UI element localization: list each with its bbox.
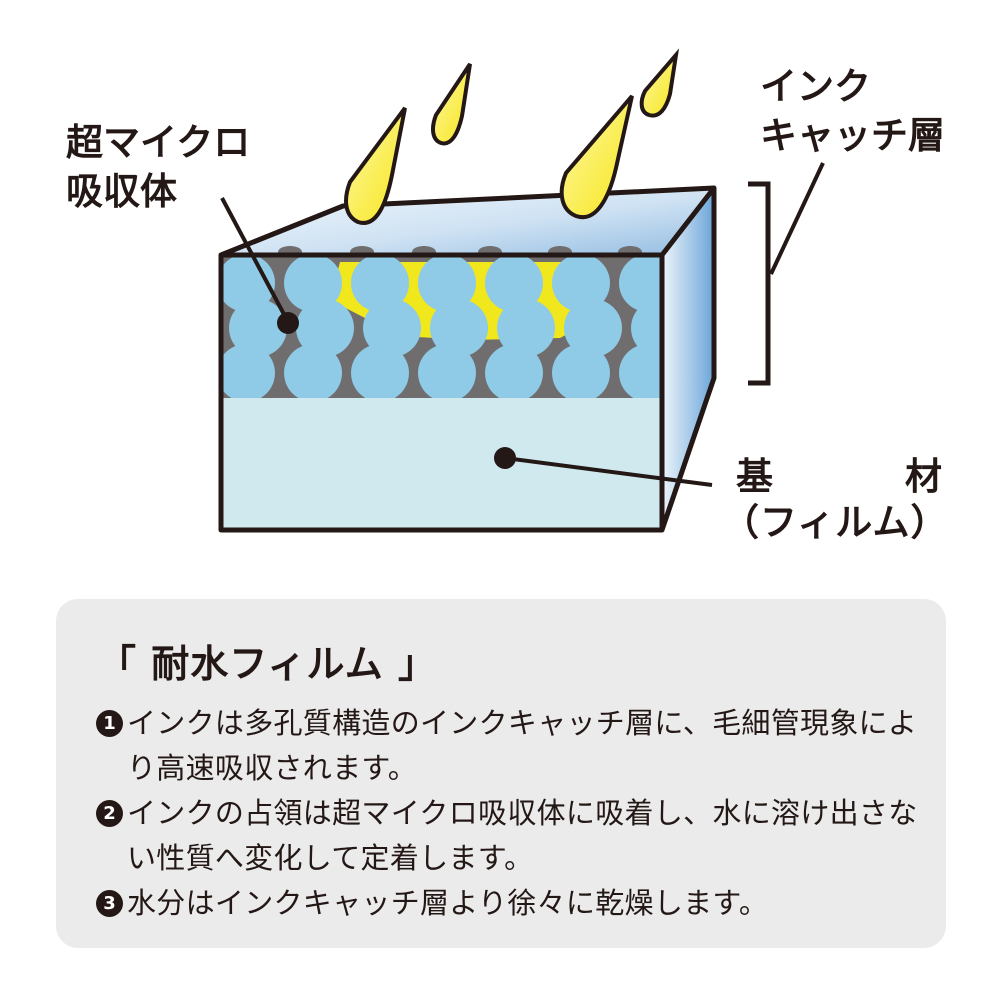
micro-particle xyxy=(418,344,476,398)
micro-particle xyxy=(296,299,354,357)
step-text: インクの占領は超マイクロ吸収体に吸着し、水に溶け出さない性質へ変化して定着します… xyxy=(127,796,918,875)
catch-layer-label: インク キャッチ層 xyxy=(760,62,945,160)
base-label-char2: 材 xyxy=(905,455,942,498)
ink-drop xyxy=(639,48,680,118)
block-side-face xyxy=(662,188,714,530)
micro-particle xyxy=(351,344,409,398)
micro-particle xyxy=(363,299,421,357)
absorber-label: 超マイクロ 吸収体 xyxy=(66,118,250,216)
micro-particle xyxy=(485,344,543,398)
micro-particle xyxy=(229,299,287,357)
layer-diagram xyxy=(218,48,825,533)
ink-drop xyxy=(431,62,472,146)
step-item: 3 水分はインクキャッチ層より徐々に乾燥します。 xyxy=(96,881,936,926)
base-leader-line xyxy=(504,456,713,487)
micro-particle xyxy=(552,255,610,312)
step-text: 水分はインクキャッチ層より徐々に乾燥します。 xyxy=(127,886,769,920)
micro-particle xyxy=(619,344,662,398)
panel-title: 「 耐水フィルム 」 xyxy=(98,642,437,686)
catch-label-line2: キャッチ層 xyxy=(760,114,945,157)
ink-drop xyxy=(559,94,634,220)
micro-particle xyxy=(631,299,662,357)
catch-label-line1: インク xyxy=(760,65,871,108)
micro-particle xyxy=(221,344,275,398)
micro-particle xyxy=(351,255,409,312)
catch-layer-bracket xyxy=(748,181,771,386)
absorber-label-line2: 吸収体 xyxy=(66,170,177,213)
step-number-badge: 2 xyxy=(96,800,123,827)
step-item: 2 インクの占領は超マイクロ吸収体に吸着し、水に溶け出さない性質へ変化して定着し… xyxy=(96,791,936,881)
step-item: 1 インクは多孔質構造のインクキャッチ層に、毛細管現象により高速吸収されます。 xyxy=(96,701,936,791)
ink-drop xyxy=(344,106,407,225)
absorber-leader-line xyxy=(220,197,289,321)
step-number-badge: 1 xyxy=(96,710,123,737)
base-label-line2: （フィルム） xyxy=(722,501,949,544)
catch-label-leader xyxy=(769,162,825,275)
step-number-badge: 3 xyxy=(96,890,123,917)
micro-particle xyxy=(497,299,555,357)
base-label-char1: 基 xyxy=(736,455,773,498)
micro-particle xyxy=(418,255,476,312)
micro-particle xyxy=(284,344,342,398)
micro-particle xyxy=(284,255,342,312)
block-outline xyxy=(218,185,717,533)
absorber-leader-dot xyxy=(277,312,299,334)
base-film-label: 基 材 （フィルム） xyxy=(722,454,954,546)
step-list: 1 インクは多孔質構造のインクキャッチ層に、毛細管現象により高速吸収されます。 … xyxy=(96,701,936,926)
micro-particle xyxy=(485,255,543,312)
micro-particle xyxy=(552,344,610,398)
micro-particle xyxy=(564,299,622,357)
micro-particle xyxy=(619,255,662,312)
absorber-label-line1: 超マイクロ xyxy=(66,121,251,164)
ink-drops xyxy=(344,48,680,225)
base-film-layer xyxy=(221,398,662,530)
micro-particle xyxy=(430,299,488,357)
info-panel: 「 耐水フィルム 」 1 インクは多孔質構造のインクキャッチ層に、毛細管現象によ… xyxy=(56,599,946,948)
step-text: インクは多孔質構造のインクキャッチ層に、毛細管現象により高速吸収されます。 xyxy=(127,706,918,785)
base-leader-dot xyxy=(494,447,516,469)
